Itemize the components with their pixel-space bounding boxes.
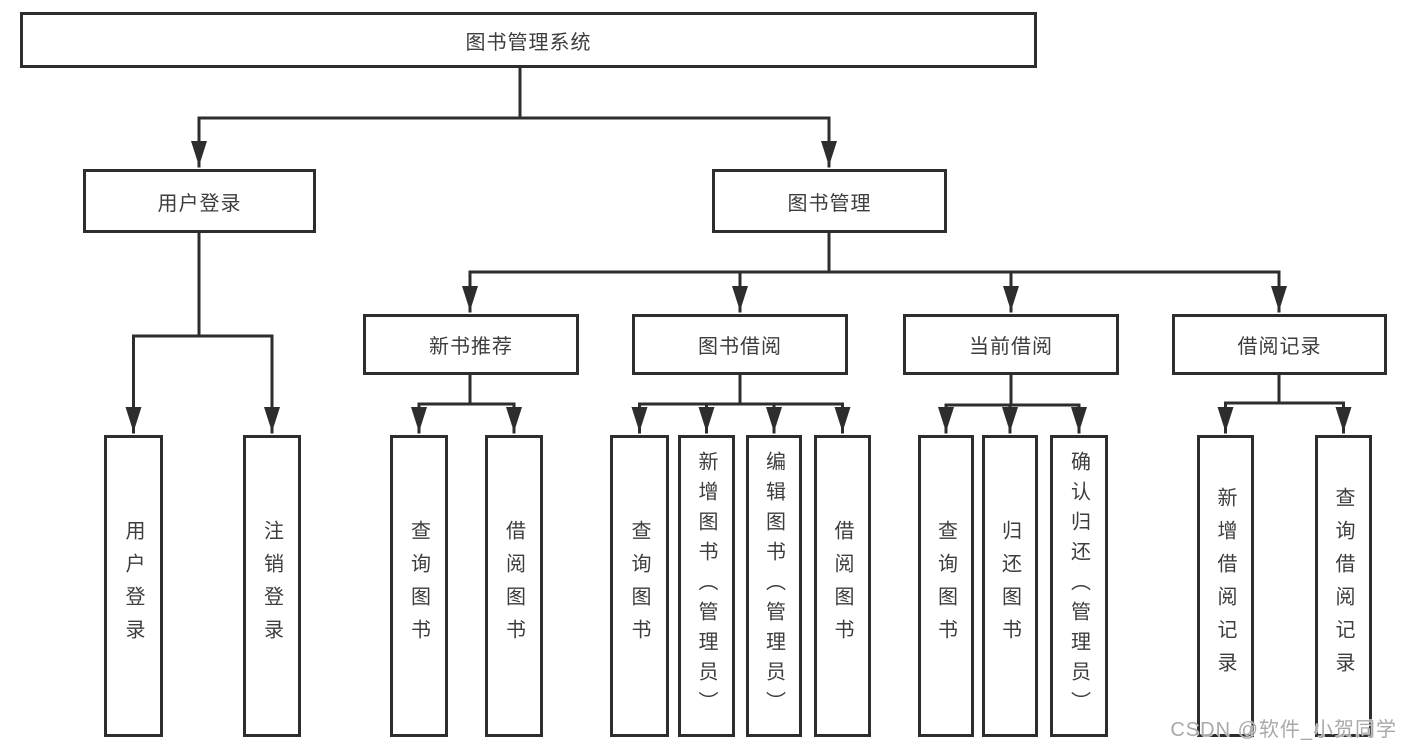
node-library-management-system: 图书管理系统 (20, 12, 1037, 68)
node-book-management: 图书管理 (712, 169, 947, 233)
connector-book-management-branch (468, 229, 1281, 274)
leaf-user-login: 用户登录 (104, 435, 163, 737)
node-new-book-recommend: 新书推荐 (363, 314, 579, 375)
connector-user-login-branch (132, 229, 274, 338)
leaf-add-books-admin: 新增图书（管理员） (678, 435, 735, 737)
node-borrow-records: 借阅记录 (1172, 314, 1387, 375)
leaf-edit-books-admin: 编辑图书（管理员） (746, 435, 802, 737)
leaf-query-books-borrow: 查询图书 (610, 435, 669, 737)
leaf-logout: 注销登录 (243, 435, 301, 737)
leaf-query-books-recommend: 查询图书 (390, 435, 448, 737)
connector-borrow-records-branch (1224, 371, 1345, 405)
node-current-borrow: 当前借阅 (903, 314, 1119, 375)
node-book-borrow: 图书借阅 (632, 314, 848, 375)
connector-book-borrow-branch (638, 371, 844, 406)
connector-current-borrow-branch (944, 371, 1081, 407)
leaf-confirm-return-admin: 确认归还（管理员） (1050, 435, 1108, 737)
leaf-query-books-current: 查询图书 (918, 435, 974, 737)
csdn-watermark: CSDN @软件_小贺同学 (1170, 719, 1397, 741)
leaf-add-borrow-record: 新增借阅记录 (1197, 435, 1254, 737)
leaf-return-books: 归还图书 (982, 435, 1038, 737)
leaf-query-borrow-record: 查询借阅记录 (1315, 435, 1372, 737)
leaf-borrow-books: 借阅图书 (814, 435, 871, 737)
node-user-login: 用户登录 (83, 169, 316, 233)
connector-new-book-branch (417, 371, 516, 406)
leaf-borrow-books-recommend: 借阅图书 (485, 435, 543, 737)
connector-root-branch (197, 64, 831, 120)
